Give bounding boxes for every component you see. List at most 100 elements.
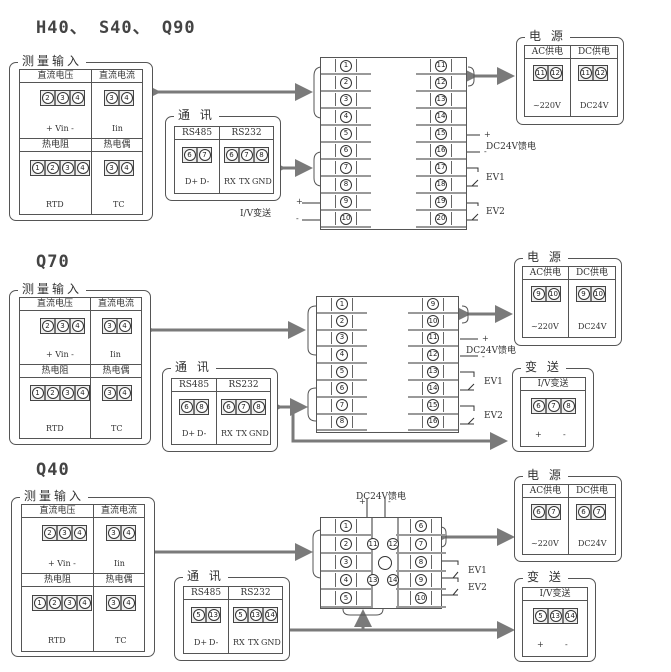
q40-bottom-brace (342, 608, 384, 616)
q70-dc-current-header: 直流电流 (91, 298, 141, 311)
terminal-number: 5 (340, 127, 352, 140)
terminal-number: 14 (427, 382, 439, 395)
terminal-cell: 3 (331, 331, 353, 345)
terminal-row: 9 (321, 194, 371, 211)
q40-dc-label: DC24V (578, 539, 607, 548)
terminal-row: 19 (416, 194, 466, 211)
terminal: 3 (105, 162, 118, 174)
terminal-cell: 2 (331, 314, 353, 328)
terminal-cell: 7 (335, 161, 357, 174)
h40-rtd-terminals: 1 2 3 4 (30, 160, 90, 176)
terminal: 7 (198, 149, 211, 161)
terminal: 14 (264, 609, 277, 621)
terminal: 13 (249, 609, 262, 621)
terminal-row: 3 (321, 554, 371, 572)
terminal: 9 (577, 288, 590, 300)
h40-vin-label: + Vin - (46, 124, 74, 133)
h40-ac-label: ~220V (533, 101, 561, 110)
terminal-cell: 4 (335, 110, 357, 123)
h40-dc-label: DC24V (580, 101, 609, 110)
terminal-row: 2 (321, 536, 371, 554)
terminal-number: 19 (435, 195, 447, 208)
terminal: 7 (592, 506, 605, 518)
terminal: 6 (180, 401, 193, 413)
terminal-row: 5 (321, 590, 371, 608)
terminal-number: 6 (336, 382, 348, 395)
q70-iin-label: Iin (110, 350, 121, 359)
q70-ac-terminals: 9 10 (531, 286, 561, 302)
terminal-number: 1 (340, 59, 352, 72)
terminal-number: 13 (367, 574, 379, 586)
q70-power-group: 电 源 AC供电 DC供电 9 10 ~220V 9 10 DC24V (514, 250, 622, 346)
q70-transmit-plus: + (535, 430, 542, 439)
terminal-number: 9 (415, 574, 427, 586)
terminal: 8 (195, 401, 208, 413)
terminal-row: 5 (321, 126, 371, 143)
terminal-cell: 5 (335, 591, 357, 605)
terminal-number: 2 (340, 76, 352, 89)
terminal: 11 (534, 67, 547, 79)
q70-model-title: Q70 (36, 252, 70, 272)
terminal-number: 4 (336, 348, 348, 361)
q70-dc-label: DC24V (578, 322, 607, 331)
q70-dc-current-terminals: 3 4 (102, 318, 132, 334)
q70-left-brace-top (307, 305, 317, 356)
terminal: 3 (103, 320, 116, 332)
q40-dc24v-feed-label: DC24V馈电 (356, 492, 407, 502)
terminal-cell: 11 (430, 59, 452, 72)
q70-rs485-terminals: 6 8 (179, 399, 209, 415)
terminal-number: 10 (415, 592, 427, 604)
q70-transmit-terminals: 6 7 8 (531, 398, 576, 414)
terminal: 4 (73, 527, 86, 539)
q70-rs232-terminals: 6 7 8 (221, 399, 266, 415)
terminal-cell: 4 (331, 348, 353, 362)
h40-rs232-header: RS232 (220, 127, 273, 140)
terminal-cell: 1 (335, 519, 357, 533)
q40-rtd-terminals: 1 2 3 4 (32, 595, 92, 611)
terminal-row: 5 (317, 364, 367, 381)
terminal-cell: 3 (335, 555, 357, 569)
terminal-cell: 2 (335, 537, 357, 551)
q40-rs232-terminals: 5 13 14 (233, 607, 278, 623)
terminal: 2 (43, 527, 56, 539)
terminal-row: 11 (408, 331, 458, 348)
terminal: 3 (105, 92, 118, 104)
h40-ev1-label: EV1 (486, 173, 505, 183)
terminal: 10 (547, 288, 560, 300)
terminal-number: 4 (340, 110, 352, 123)
h40-measure-group: 测量输入 直流电压 直流电流 热电阻 热电偶 2 3 4 + Vin - 3 4… (9, 54, 153, 221)
q40-vin-label: + Vin - (48, 559, 76, 568)
q40-transmit-title: 变 送 (523, 570, 568, 584)
q70-measure-group: 测量输入 直流电压 直流电流 热电阻 热电偶 2 3 4 + Vin - 3 4… (9, 282, 151, 445)
h40-iin-label: Iin (112, 124, 123, 133)
q70-left-brace-bottom (307, 387, 317, 422)
terminal-cell: 18 (430, 178, 452, 191)
q40-model-title: Q40 (36, 460, 70, 480)
q70-comm-title: 通 讯 (171, 360, 216, 374)
terminal-cell: 3 (335, 93, 357, 106)
q40-rs485-terminals: 5 13 (191, 607, 221, 623)
q70-tc-header: 热电偶 (91, 365, 141, 378)
q40-measure-group: 测量输入 直流电压 直流电流 热电阻 热电偶 2 3 4 + Vin - 3 4… (11, 489, 155, 657)
terminal: 2 (46, 162, 59, 174)
q70-dc-voltage-header: 直流电压 (20, 298, 90, 311)
q70-tc-terminals: 3 4 (102, 385, 132, 401)
terminal: 3 (56, 92, 69, 104)
terminal: 8 (252, 401, 265, 413)
terminal-row: 13 (416, 92, 466, 109)
terminal: 3 (56, 320, 69, 332)
terminal: 8 (562, 400, 575, 412)
q40-right-brace (439, 526, 447, 548)
h40-tc-header: 热电偶 (92, 139, 142, 152)
terminal-number: 20 (435, 212, 447, 225)
q70-ac-label: ~220V (531, 322, 559, 331)
h40-tc-label: TC (113, 200, 125, 209)
q70-measure-table: 直流电压 直流电流 热电阻 热电偶 2 3 4 + Vin - 3 4 Iin … (19, 297, 142, 439)
q40-tc-header: 热电偶 (94, 574, 144, 587)
terminal-cell: 9 (410, 573, 432, 587)
q70-transmit-title: 变 送 (521, 360, 566, 374)
terminal-row: 10 (321, 211, 371, 228)
